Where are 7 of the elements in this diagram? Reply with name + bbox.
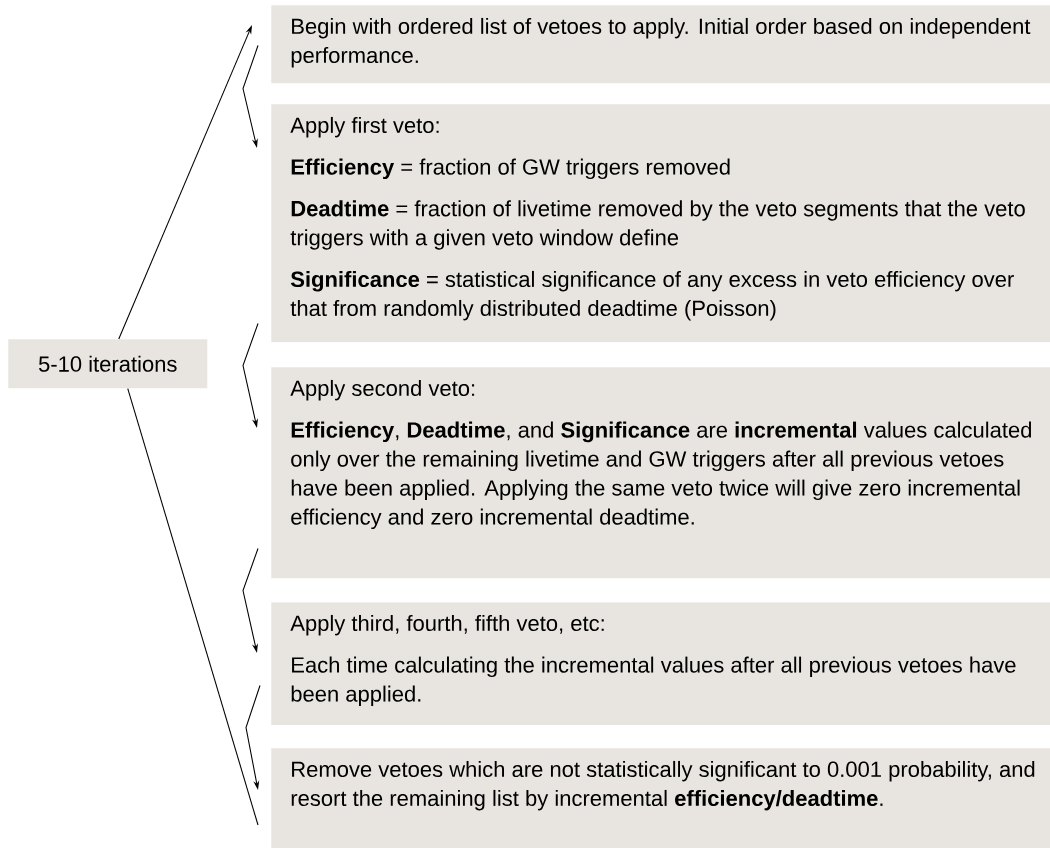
loop-line [127, 388, 259, 826]
text-box: Apply third, fourth, fifth veto, etc: Each time calculating the incremental values after all previous vetoes have been applied. [271, 602, 1050, 726]
label-box: 5-10 iterations [8, 339, 208, 389]
text-box: Remove vetoes which are not statistically significant to 0.001 probability, and resort the remaining list by incremental efficiency/deadtime. [271, 748, 1050, 848]
text-box: Apply second veto: Efficiency, Deadtime, and Significance are incremental values calculated only over the remaining livetime and GW triggers after all previous vetoes have been applied. Applying the same veto twice will give zero incremental efficiency and zero incremental deadtime. [271, 367, 1050, 579]
text-box: Apply first veto: Efficiency = fraction of GW triggers removed Deadtime = fraction of livetime removed by the veto segments that the veto triggers with a given veto window define Significance = statistical significance of any excess in veto efficiency over that from randomly distributed deadtime (Poisson) [271, 104, 1050, 343]
text-box: Begin with ordered list of vetoes to apply. Initial order based on independent performance. [271, 5, 1050, 84]
